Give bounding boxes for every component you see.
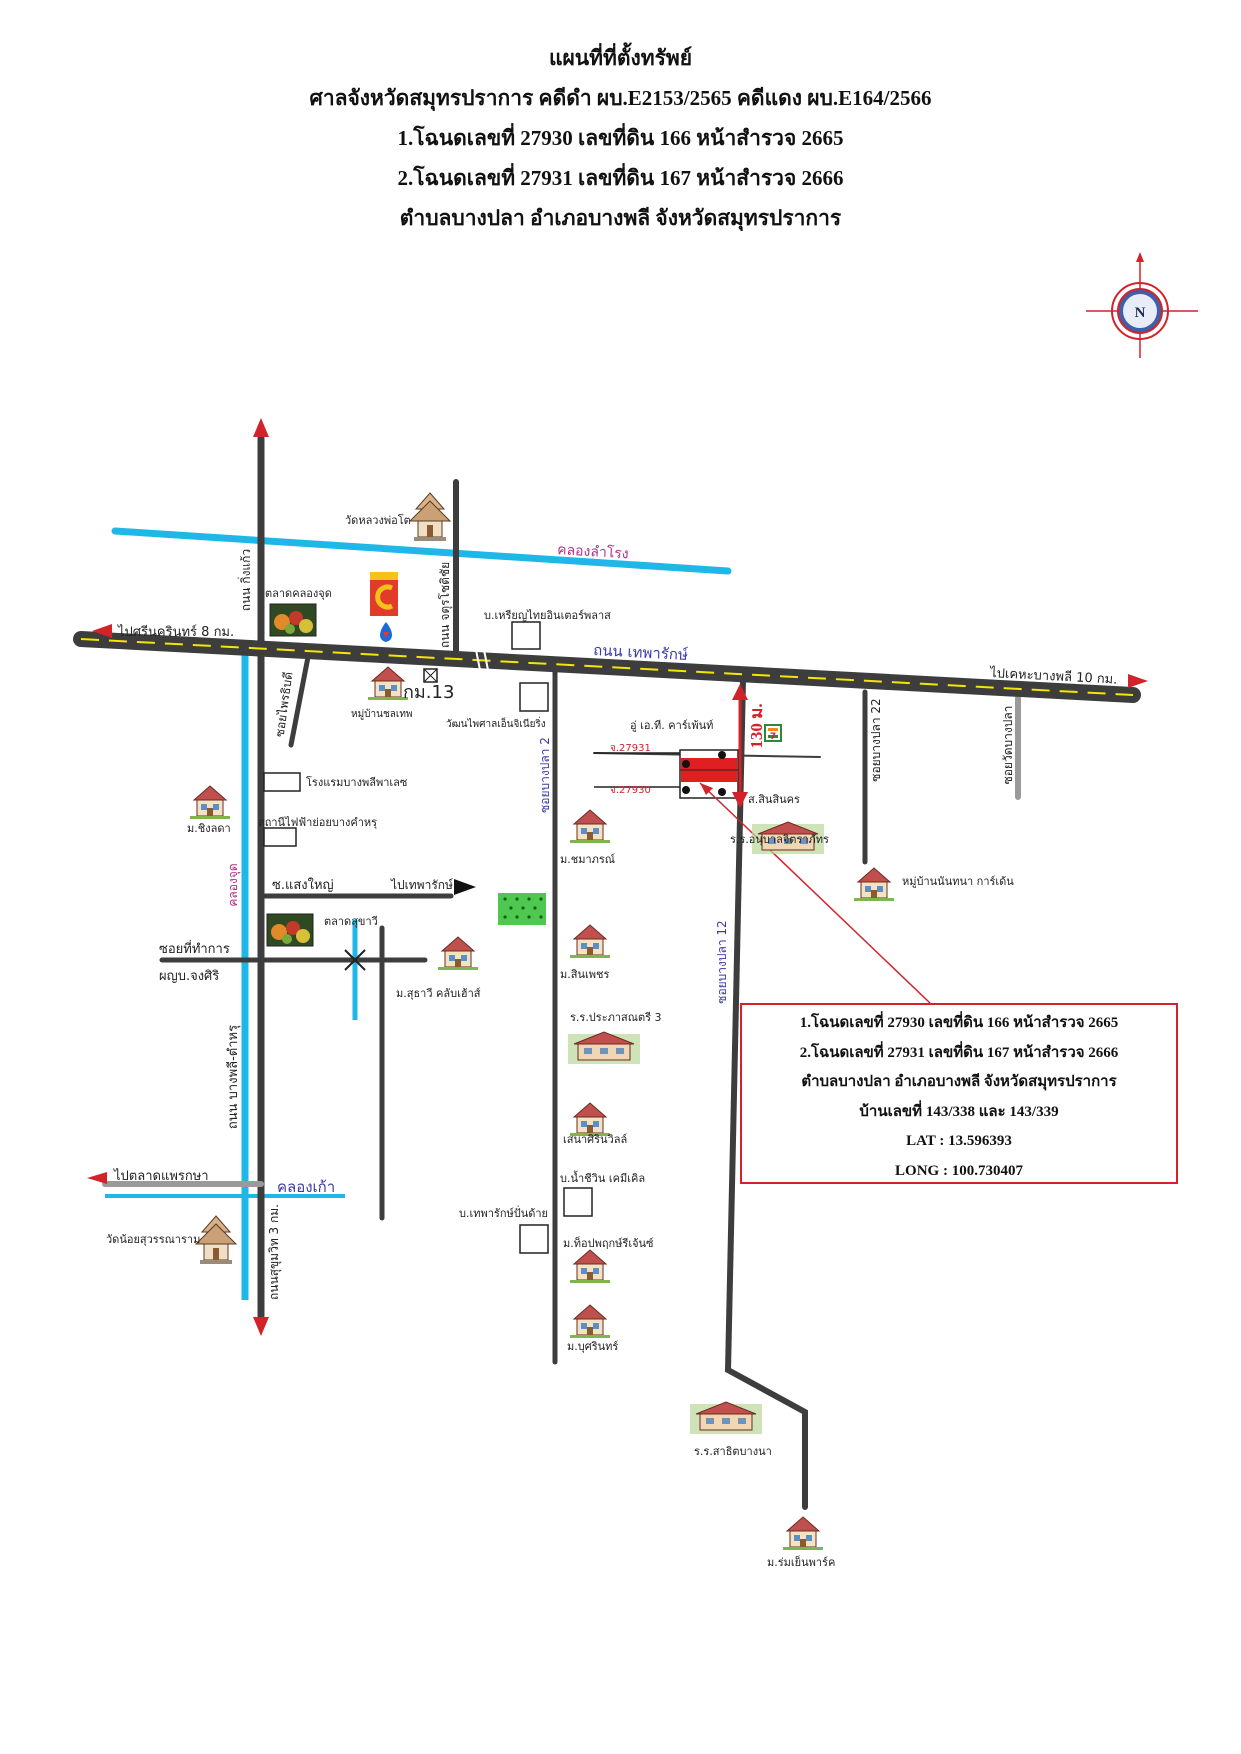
label-mo-chamaporn: ม.ชมาภรณ์ <box>560 853 615 866</box>
label-mo-suthawi: ม.สุธาวี คลับเฮ้าส์ <box>396 987 481 1000</box>
leader-arrowhead <box>700 783 713 795</box>
label-mo-topphut: ม.ท็อปพฤกษ์รีเจ้นซ์ <box>563 1236 654 1250</box>
label-talat-khlongchut: ตลาดคลองจุด <box>265 587 332 600</box>
label-sor-sinkhon: ส.สินสินคร <box>748 793 800 806</box>
temple-icon <box>195 1215 237 1265</box>
green-lot <box>498 893 546 925</box>
km-marker-icon <box>423 668 438 683</box>
house-icon <box>853 867 895 902</box>
house-icon <box>569 809 611 844</box>
house-icon <box>367 666 409 701</box>
label-thanon-chattuchot: ถนน จตุรโชติชัย <box>438 562 453 648</box>
label-to-srinakarin: ไปศรีนครินทร์ 8 กม. <box>117 624 234 640</box>
label-deed-27931: จ.27931 <box>610 743 651 754</box>
canal-khlong-lamrong <box>111 527 732 575</box>
label-soi-bangpla2: ซอยบางปลา 2 <box>538 737 552 813</box>
compass-north-label: N <box>1135 305 1146 321</box>
label-soi-bangpla12: ซอยบางปลา 12 <box>715 920 729 1003</box>
label-u-thi-car: อู่ เอ.ที. คาร์เพ้นท์ <box>630 719 713 732</box>
junction-mark <box>344 949 366 971</box>
label-distance-130: 130 ม. <box>747 703 766 748</box>
label-wat-phaisarn: วัฒนไพศาลเอ็นจิเนียริ่ง <box>446 716 546 730</box>
building-boxes <box>263 621 593 1254</box>
label-b-nam-chiwin: บ.น้ำชีวิน เคมีเคิล <box>560 1170 645 1185</box>
market-icon <box>266 913 314 947</box>
info-deed-1: 1.โฉนดเลขที่ 27930 เลขที่ดิน 166 หน้าสำร… <box>799 1015 1119 1031</box>
hypermarket-logo-icon <box>370 572 398 616</box>
label-mo-sinphet: ม.สินเพชร <box>560 968 609 981</box>
label-talat-suthawi: ตลาดสุขาวี <box>324 915 378 928</box>
label-mo-romyen: ม.ร่มเย็นพาร์ค <box>767 1555 835 1569</box>
case-line: ศาลจังหวัดสมุทรปราการ คดีดำ ผบ.E2153/256… <box>309 86 932 110</box>
house-icon <box>569 924 611 959</box>
label-thanon-bangphli-tamru: ถนน บางพลี-ตำหรุ <box>225 1025 241 1129</box>
title-block: แผนที่ที่ตั้งทรัพย์ ศาลจังหวัดสมุทรปรากา… <box>0 38 1241 238</box>
label-soi-saengyai: ซ.แสงใหญ่ <box>272 877 334 893</box>
road-network <box>159 434 868 1510</box>
label-moo-nanthana: หมู่บ้านนันทนา การ์เด้น <box>902 875 1014 888</box>
label-soi-wat-bangpla: ซอยวัดบางปลา <box>1001 706 1015 785</box>
road-grey <box>102 695 1021 1187</box>
label-deed-27930: จ.27930 <box>610 785 651 796</box>
deed-line-1: 1.โฉนดเลขที่ 27930 เลขที่ดิน 166 หน้าสำร… <box>397 126 844 150</box>
label-khlong-kao: คลองเก้า <box>277 1178 335 1196</box>
map-title: แผนที่ที่ตั้งทรัพย์ <box>548 46 693 70</box>
road-theparak <box>73 631 1141 703</box>
house-icon <box>569 1102 611 1137</box>
property-info-box: 1.โฉนดเลขที่ 27930 เลขที่ดิน 166 หน้าสำร… <box>740 1003 1178 1184</box>
compass-rose <box>1086 252 1198 358</box>
label-rong-raem: โรงแรมบางพลีพาเลซ <box>306 775 408 789</box>
temple-icon <box>409 492 451 542</box>
label-khlong-chut: คลองจุด <box>226 863 241 906</box>
label-wat-noisuwan: วัดน้อยสุวรรณาราม <box>106 1233 200 1246</box>
label-moo-banchonthep: หมู่บ้านชลเทพ <box>351 708 413 720</box>
label-soi-thikan: ซอยที่ทำการ <box>159 940 230 957</box>
label-b-theparak-pan: บ.เทพารักษ์ปั่นด้าย <box>459 1205 548 1220</box>
label-thanon-theparak: ถนน เทพารักษ์ <box>593 641 689 664</box>
house-icon <box>569 1249 611 1284</box>
house-icon <box>782 1516 824 1551</box>
seven-eleven-label: 7 <box>770 732 776 742</box>
label-thanon-sukhumvit: ถนนสุขุมวิท 3 กม. <box>267 1204 282 1300</box>
leader-line <box>699 782 931 1004</box>
label-to-theparak: ไปเทพารักษ์ <box>390 878 453 892</box>
info-latitude: LAT : 13.596393 <box>906 1133 1012 1149</box>
school-icon <box>567 1031 641 1065</box>
label-rr-anuban: ร.ร.อนุบาลจิตราภัทร <box>730 833 829 846</box>
house-icon <box>569 1304 611 1339</box>
deed-line-2: 2.โฉนดเลขที่ 27931 เลขที่ดิน 167 หน้าสำร… <box>397 166 844 190</box>
seven-eleven-icon <box>764 724 782 742</box>
info-location: ตำบลบางปลา อำเภอบางพลี จังหวัดสมุทรปรากา… <box>801 1074 1117 1090</box>
label-rr-prapasani: ร.ร.ประภาสณตรี 3 <box>570 1011 662 1024</box>
distance-arrow <box>732 684 748 808</box>
label-thanon-kingkaeo: ถนน กิ่งแก้ว <box>237 549 253 611</box>
label-sen-sirinwilla: เสนาศิรินวิลล์ <box>563 1133 627 1146</box>
label-rr-sathit: ร.ร.สาธิตบางนา <box>694 1445 772 1458</box>
school-icon <box>689 1401 763 1435</box>
info-longitude: LONG : 100.730407 <box>895 1162 1023 1179</box>
label-phuyai-chongsiri: ผญบ.จงศิริ <box>159 969 219 984</box>
direction-arrows <box>87 418 1148 1336</box>
label-mo-burin: ม.บุศรินทร์ <box>567 1340 618 1353</box>
label-soi-bangpla22: ซอยบางปลา 22 <box>869 698 883 781</box>
location-line: ตำบลบางปลา อำเภอบางพลี จังหวัดสมุทรปรากา… <box>399 206 842 230</box>
market-icon <box>269 603 317 637</box>
fuel-drop-icon <box>380 622 392 642</box>
label-wat-luangphoto: วัดหลวงพ่อโต <box>345 513 411 527</box>
bridge-mark <box>475 649 489 671</box>
label-mo-singlada: ม.ชิงลดา <box>187 822 231 835</box>
label-b-charoenthai: บ.เหรียญไทยอินเตอร์พลาส <box>484 609 611 622</box>
label-sathani-fai: สถานีไฟฟ้าย่อยบางคำหรุ <box>258 816 377 829</box>
house-icon <box>189 785 231 820</box>
arrow-to-theparak <box>454 879 476 895</box>
label-khlong-lamrong: คลองลำโรง <box>557 541 629 562</box>
label-to-lat-phraeksa: ไปตลาดแพรกษา <box>113 1168 209 1184</box>
info-deed-2: 2.โฉนดเลขที่ 27931 เลขที่ดิน 167 หน้าสำร… <box>799 1044 1119 1061</box>
label-to-bangphli: ไปเคหะบางพลี 10 กม. <box>989 665 1118 688</box>
label-km13: กม.13 <box>403 682 454 703</box>
info-house-number: บ้านเลขที่ 143/338 และ 143/339 <box>859 1103 1059 1120</box>
house-icon <box>437 936 479 971</box>
